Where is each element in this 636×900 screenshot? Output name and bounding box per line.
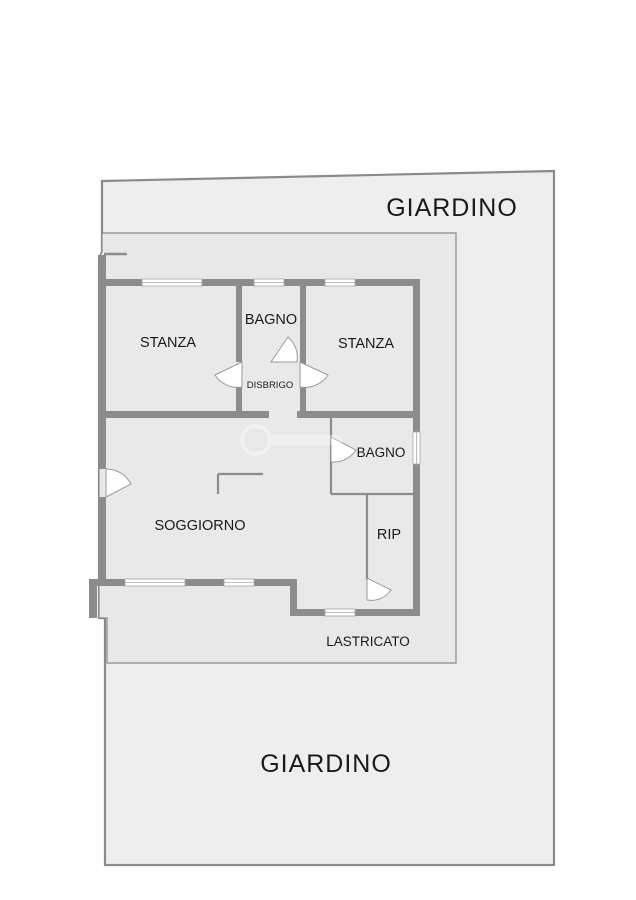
label-bedroom-left: STANZA: [140, 335, 196, 351]
label-paving: LASTRICATO: [326, 634, 410, 649]
windows: [124, 278, 421, 617]
label-bathroom-top: BAGNO: [245, 312, 297, 328]
label-garden-top: GIARDINO: [386, 194, 518, 222]
label-living-room: SOGGIORNO: [154, 518, 245, 534]
label-bedroom-right: STANZA: [338, 336, 394, 352]
watermark-logo: [240, 424, 342, 456]
label-hallway: DISBRIGO: [247, 380, 293, 391]
label-garden-bottom: GIARDINO: [260, 750, 392, 778]
label-storage: RIP: [377, 527, 401, 543]
doors: [105, 336, 392, 601]
interior-floor: [103, 282, 416, 614]
label-bathroom-right: BAGNO: [357, 445, 406, 460]
